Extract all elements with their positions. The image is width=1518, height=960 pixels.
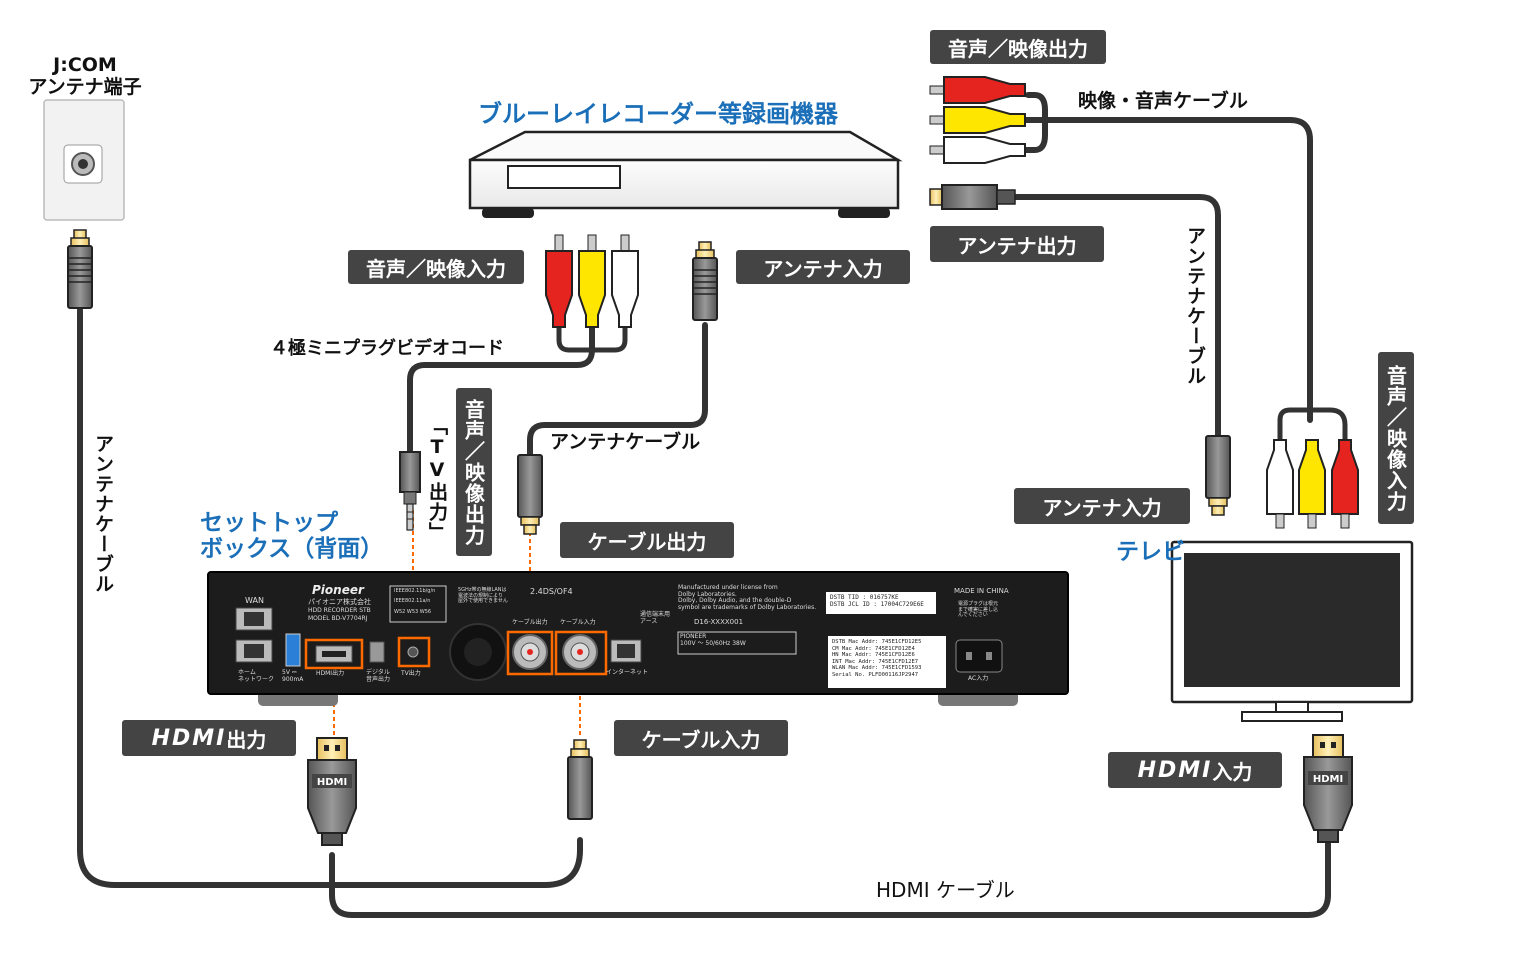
- stb-w-codes: W52 W53 W56: [394, 609, 432, 615]
- stb-dolby: Manufactured under license from Dolby La…: [678, 584, 817, 611]
- antenna-cable-left-label: アンテナケーブル: [92, 434, 114, 594]
- stb-title: セットトップ ボックス（背面）: [200, 510, 384, 563]
- tv-hdmi-plug: [1303, 734, 1353, 843]
- stb-standard: 2.4DS/OF4: [530, 587, 573, 596]
- stb-ieee1: IEEE802.11b/g/n: [394, 588, 436, 594]
- tv-antenna-in-pill: アンテナ入力: [1014, 488, 1190, 524]
- cables: [77, 92, 1348, 918]
- jcom-antenna-terminal: [43, 99, 125, 221]
- stb-power: PIONEER 100V ～ 50/60Hz 38W: [680, 633, 746, 647]
- hdmi-cable: [329, 829, 1331, 918]
- rca-output-plugs: [929, 76, 1026, 210]
- av-cable-label: 映像・音声ケーブル: [1078, 90, 1248, 112]
- hdmi-out-label: 出力: [226, 727, 267, 752]
- tv-rca-plugs: [1266, 439, 1359, 529]
- mini-plug-cord: [407, 322, 595, 455]
- cable-in-pill: ケーブル入力: [614, 720, 788, 756]
- antenna-out-pill: アンテナ出力: [930, 226, 1104, 262]
- hdmi-logo: HDMI: [1137, 757, 1213, 783]
- stb-hdmi-port: HDMI出力: [316, 670, 345, 677]
- tv-out-vertical-label: 「TV出力」: [426, 416, 448, 542]
- recorder-antenna-in-plug: [692, 241, 718, 321]
- stb-cert: D16-XXXX001: [694, 618, 744, 626]
- stb-usb: 5V ⎓ 900mA: [282, 669, 304, 683]
- mini-plug-cord-label: ４極ミニプラグビデオコード: [270, 338, 504, 359]
- hdmi-in-label: 入力: [1212, 759, 1253, 784]
- mini-plug: [399, 451, 421, 531]
- antenna-cable-mid-label: アンテナケーブル: [550, 431, 701, 453]
- stb-internet: インターネット: [606, 669, 649, 676]
- stb-made-in: MADE IN CHINA: [954, 587, 1009, 595]
- stb-digital-audio: デジタル 音声出力: [366, 669, 391, 683]
- tv-title: テレビ: [1116, 539, 1185, 565]
- tv-av-input-pill: 音声／映像入力: [1378, 352, 1414, 524]
- stb-dstb-tid: DSTB TID : 016757KE DSTB JCL ID : 17004C…: [830, 594, 924, 609]
- stb-tv-out: TV出力: [401, 670, 421, 677]
- stb-maker: パイオニア株式会社: [308, 598, 371, 606]
- stb-wan: WAN: [245, 596, 264, 605]
- antenna-cable-tv: [1012, 194, 1221, 439]
- antenna-cable-right-label: アンテナケーブル: [1184, 226, 1206, 386]
- cable-out-pill: ケーブル出力: [560, 522, 734, 558]
- stb-home-network: ホーム ネットワーク: [238, 669, 275, 683]
- hdmi-logo: HDMI: [151, 725, 227, 751]
- recorder-title: ブルーレイレコーダー等録画機器: [478, 100, 838, 128]
- stb-model-1: HDD RECORDER STB: [308, 607, 371, 614]
- recorder-antenna-in-pill: アンテナ入力: [736, 250, 910, 284]
- stb-cable-out-plug: [517, 454, 543, 535]
- av-output-pill: 音声／映像出力: [930, 30, 1106, 64]
- stb-model-2: MODEL BD-V7704RJ: [308, 615, 368, 622]
- jcom-f-plug: [67, 229, 93, 309]
- stb-ac-in: AC入力: [968, 675, 989, 682]
- stb-mac-table: DSTB Mac Addr: 745E1CFD12E5 CM Mac Addr:…: [832, 639, 922, 678]
- av-io-vertical-pill: 音声／映像出力: [456, 388, 492, 556]
- stb-plug-note: 電源プラグは根元 まで確実に差し込 んでください: [958, 601, 999, 618]
- antenna-cable-mid: [527, 322, 708, 458]
- tv-antenna-plug: [1205, 435, 1231, 516]
- hdmi-cable-label: HDMI ケーブル: [876, 878, 1015, 902]
- av-input-pill: 音声／映像入力: [348, 250, 524, 284]
- stb-brand: Pioneer: [312, 583, 364, 597]
- jcom-terminal-label: J:COM アンテナ端子: [28, 54, 142, 98]
- stb-back-panel: [207, 571, 1069, 706]
- stb-ieee2: IEEE802.11a/n: [394, 598, 431, 604]
- stb-hdmi-plug: [307, 737, 357, 846]
- tv: [1170, 540, 1414, 722]
- stb-comm-ground: 通信端末用 アース: [640, 611, 671, 625]
- stb-cable-in-plug: [567, 739, 593, 820]
- stb-cable-in-port: ケーブル入力: [560, 619, 596, 626]
- stb-wlan-info: 5GHz帯の無線LANは 電波法の規制により 屋外で使用できません: [458, 587, 508, 604]
- stb-cable-out-port: ケーブル出力: [512, 619, 548, 626]
- rca-input-plugs: [545, 234, 639, 328]
- bluray-recorder: [468, 130, 903, 218]
